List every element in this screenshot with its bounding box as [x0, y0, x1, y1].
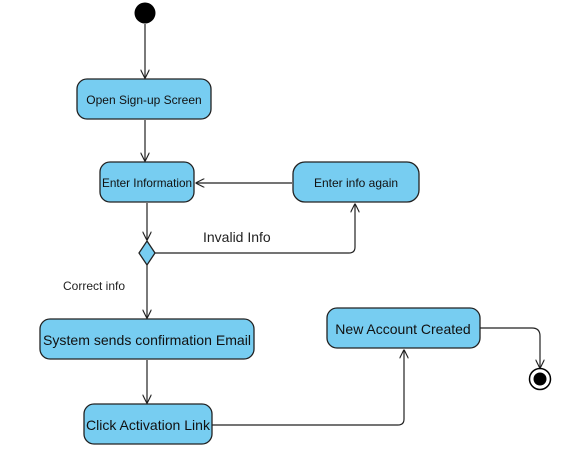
edge-label-invalid-info: Invalid Info	[203, 229, 271, 245]
edges	[145, 24, 540, 426]
edge-new-account-to-final	[480, 327, 540, 368]
activity-enter-info-again-label: Enter info again	[314, 176, 398, 190]
activity-system-sends-confirmation-email-label: System sends confirmation Email	[43, 332, 251, 348]
decision-node	[138, 239, 156, 267]
activity-enter-information: Enter Information	[99, 161, 195, 203]
edge-click-activation-to-new-account	[212, 350, 404, 426]
initial-node	[134, 2, 156, 24]
edge-label-correct-info: Correct info	[63, 279, 125, 293]
activity-enter-info-again: Enter info again	[292, 161, 420, 203]
activity-new-account-created-label: New Account Created	[335, 321, 470, 337]
activity-enter-information-label: Enter Information	[102, 176, 192, 190]
activity-click-activation-link-label: Click Activation Link	[86, 417, 211, 433]
activity-open-signup-screen-label: Open Sign-up Screen	[86, 93, 201, 107]
final-node	[528, 367, 552, 391]
activity-click-activation-link: Click Activation Link	[83, 403, 213, 445]
edge-decision-to-enter-info-again	[155, 204, 355, 254]
activity-system-sends-confirmation-email: System sends confirmation Email	[39, 318, 255, 360]
activity-new-account-created: New Account Created	[326, 307, 481, 349]
activity-open-signup-screen: Open Sign-up Screen	[76, 78, 212, 120]
